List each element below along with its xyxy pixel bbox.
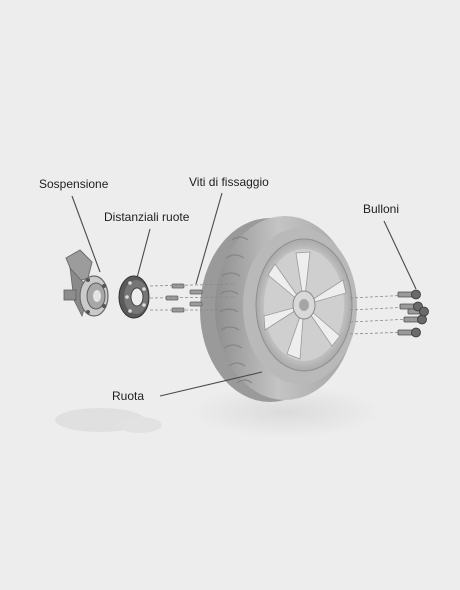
leader-sospensione (71, 195, 101, 273)
leader-lines (71, 192, 417, 397)
label-wheel-spacers: Distanziali ruote (104, 210, 190, 224)
suspension-hub (63, 249, 109, 318)
leader-distanziali (136, 228, 151, 279)
spacer-reflection (118, 417, 162, 433)
label-suspension: Sospensione (39, 177, 109, 191)
leader-viti (195, 192, 223, 285)
leader-bulloni (383, 220, 417, 290)
wheel-bolts (397, 289, 429, 338)
label-bolts: Bulloni (363, 202, 400, 216)
leader-ruota (159, 371, 263, 397)
wheel-spacer (118, 275, 150, 319)
label-fixing-screws: Viti di fissaggio (189, 175, 269, 189)
label-wheel: Ruota (112, 389, 145, 403)
wheel-rim (255, 238, 353, 372)
wheel-reflection (190, 386, 380, 438)
